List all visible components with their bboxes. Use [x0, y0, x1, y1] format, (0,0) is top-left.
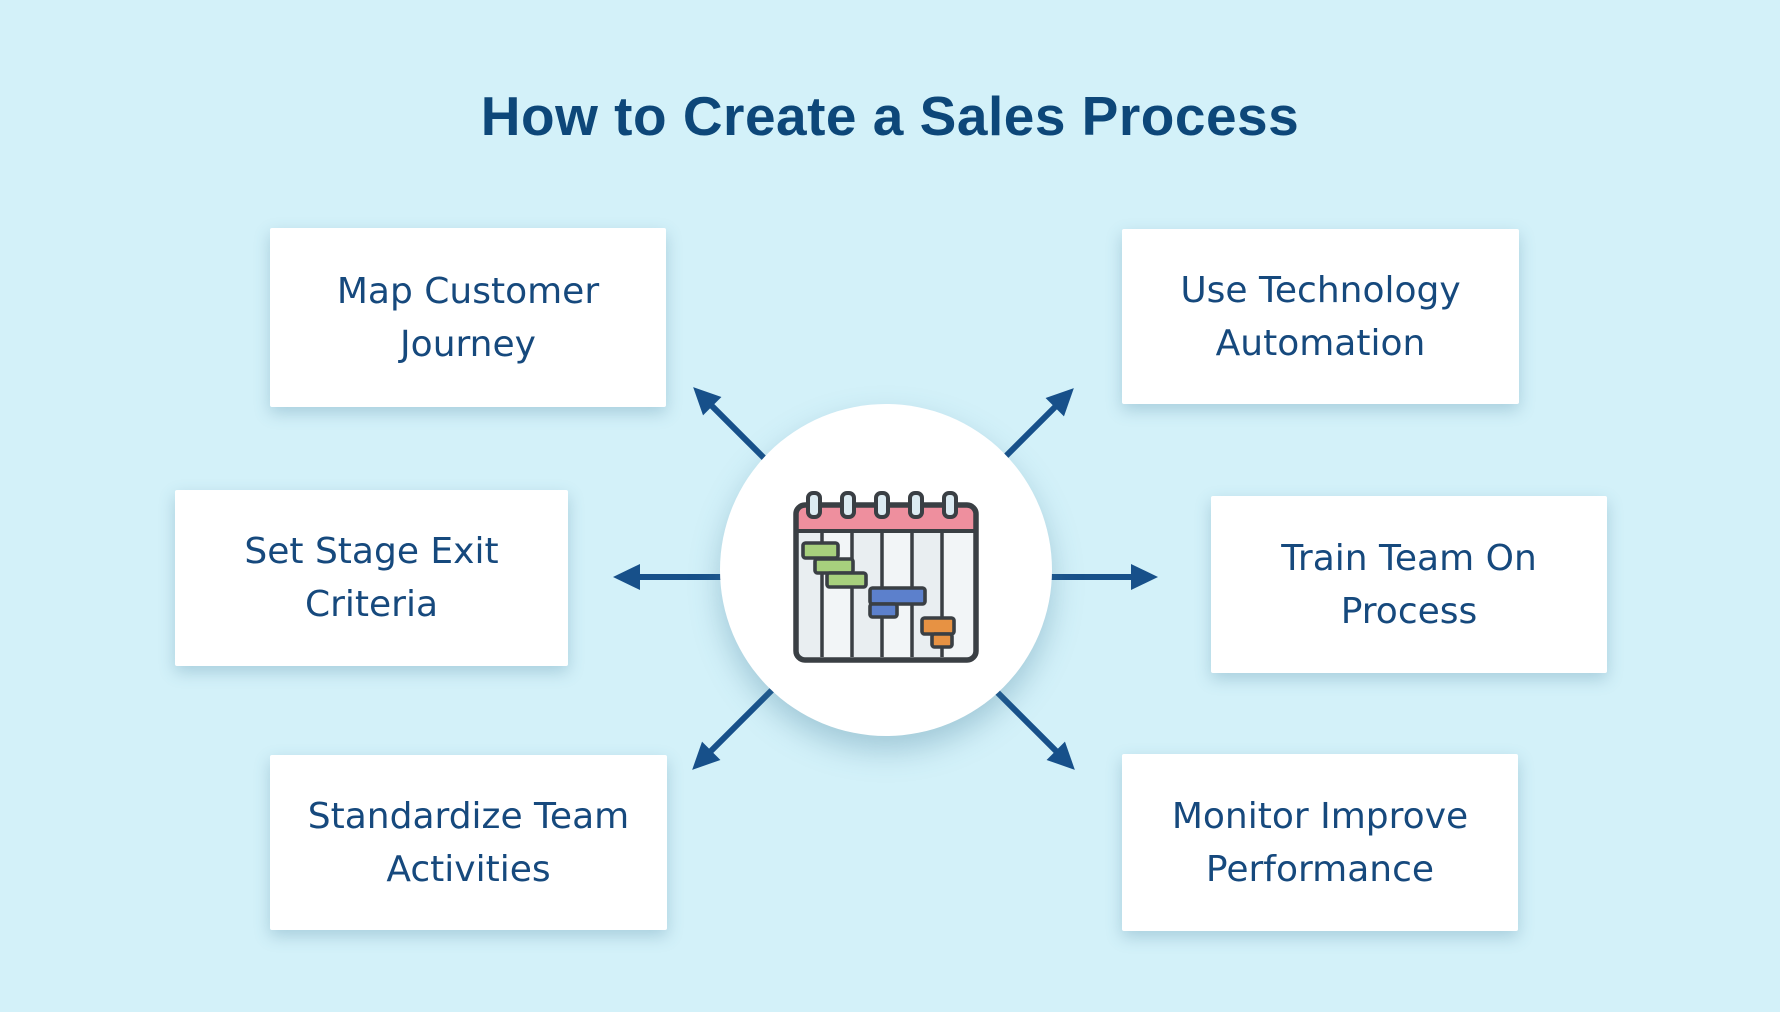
step-label-line: Process — [1340, 590, 1478, 632]
step-label-line: Automation — [1215, 322, 1426, 364]
arrow-bottom-left — [683, 676, 786, 779]
arrow-middle-left — [613, 564, 733, 590]
step-card-map-customer-journey: Map Customer Journey — [270, 228, 666, 407]
step-label-line: Criteria — [304, 584, 439, 625]
step-label-line: Set Stage Exit — [244, 531, 499, 572]
step-label-line: Performance — [1205, 848, 1435, 890]
arrow-middle-right — [1038, 564, 1158, 590]
step-label-line: Journey — [400, 323, 536, 365]
page-title: How to Create a Sales Process — [480, 85, 1300, 147]
step-card-standardize-team-activities: Standardize Team Activities — [270, 755, 667, 930]
step-card-monitor-improve-performance: Monitor Improve Performance — [1122, 754, 1518, 931]
gantt-calendar-icon — [793, 491, 979, 663]
step-label-line: Activities — [386, 848, 551, 890]
step-label-line: Map Customer — [336, 270, 600, 312]
step-card-set-stage-exit-criteria: Set Stage Exit Criteria — [175, 490, 568, 666]
step-label-line: Monitor Improve — [1171, 795, 1469, 837]
step-label-line: Standardize Team — [307, 795, 630, 837]
step-card-train-team-on-process: Train Team On Process — [1211, 496, 1607, 673]
step-label-line: Use Technology — [1180, 269, 1461, 311]
step-label-line: Train Team On — [1281, 537, 1537, 579]
step-card-use-technology-automation: Use Technology Automation — [1122, 229, 1519, 404]
center-circle — [720, 404, 1052, 736]
